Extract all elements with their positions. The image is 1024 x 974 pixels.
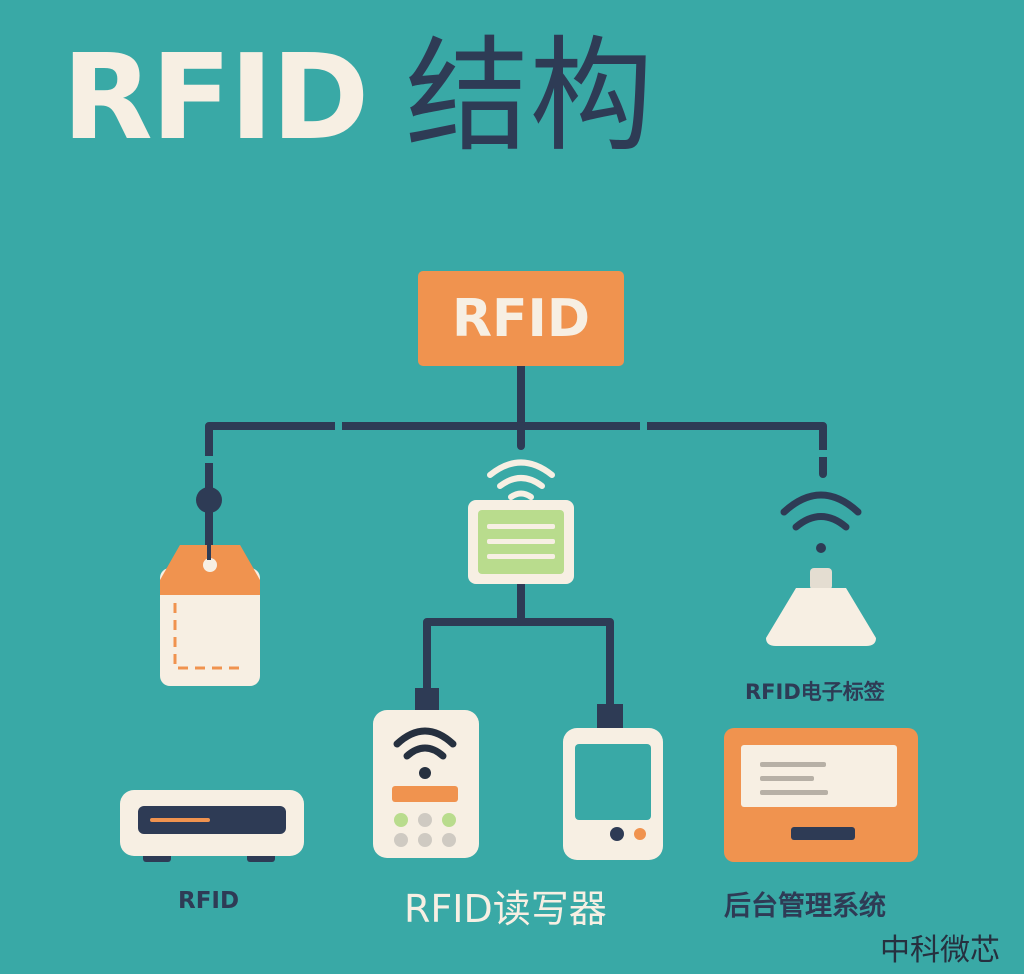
label-backend-system: 后台管理系统	[724, 891, 886, 922]
connector-gaps	[204, 421, 828, 463]
reader-module-icon	[468, 500, 574, 584]
rfid-router-icon	[120, 790, 304, 862]
handheld-reader-icon	[373, 688, 479, 858]
backend-monitor-icon	[724, 728, 918, 862]
antenna-tag-icon	[766, 568, 876, 646]
title-structure: 结构	[405, 25, 654, 169]
page-title: RFID 结构	[62, 22, 653, 172]
connector-reader-right	[517, 618, 614, 710]
label-rfid-tag: RFID电子标签	[745, 680, 885, 704]
hanging-tag-icon	[160, 487, 260, 686]
phone-device-icon	[563, 704, 663, 860]
label-rfid-device: RFID	[178, 888, 240, 914]
tag-wifi-icon	[780, 491, 862, 553]
reader-wifi-icon	[487, 459, 555, 500]
connector-reader-left	[423, 579, 525, 694]
title-rfid: RFID	[62, 28, 369, 166]
watermark-text: 中科微芯	[880, 933, 1000, 968]
label-rfid-reader: RFID读写器	[404, 887, 607, 931]
root-node-rfid: RFID	[418, 271, 624, 366]
